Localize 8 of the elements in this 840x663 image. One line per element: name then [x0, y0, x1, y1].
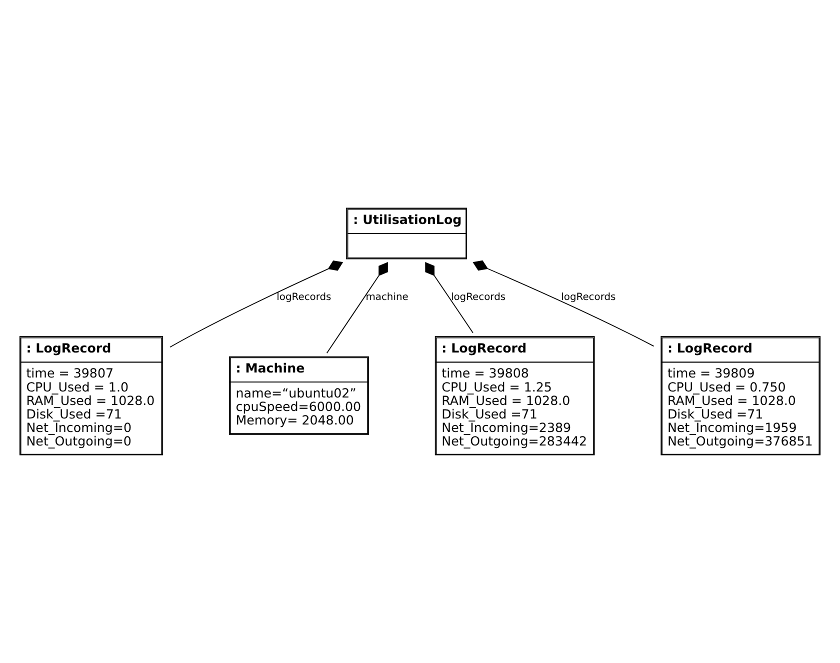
connector: [425, 262, 474, 334]
connector: [326, 262, 388, 354]
connector: [472, 260, 654, 347]
edge-label: logRecords: [561, 292, 616, 304]
edge-label: logRecords: [276, 292, 332, 304]
connector: [170, 260, 344, 348]
edge-label: machine: [366, 292, 408, 304]
edge-label: logRecords: [450, 292, 506, 304]
